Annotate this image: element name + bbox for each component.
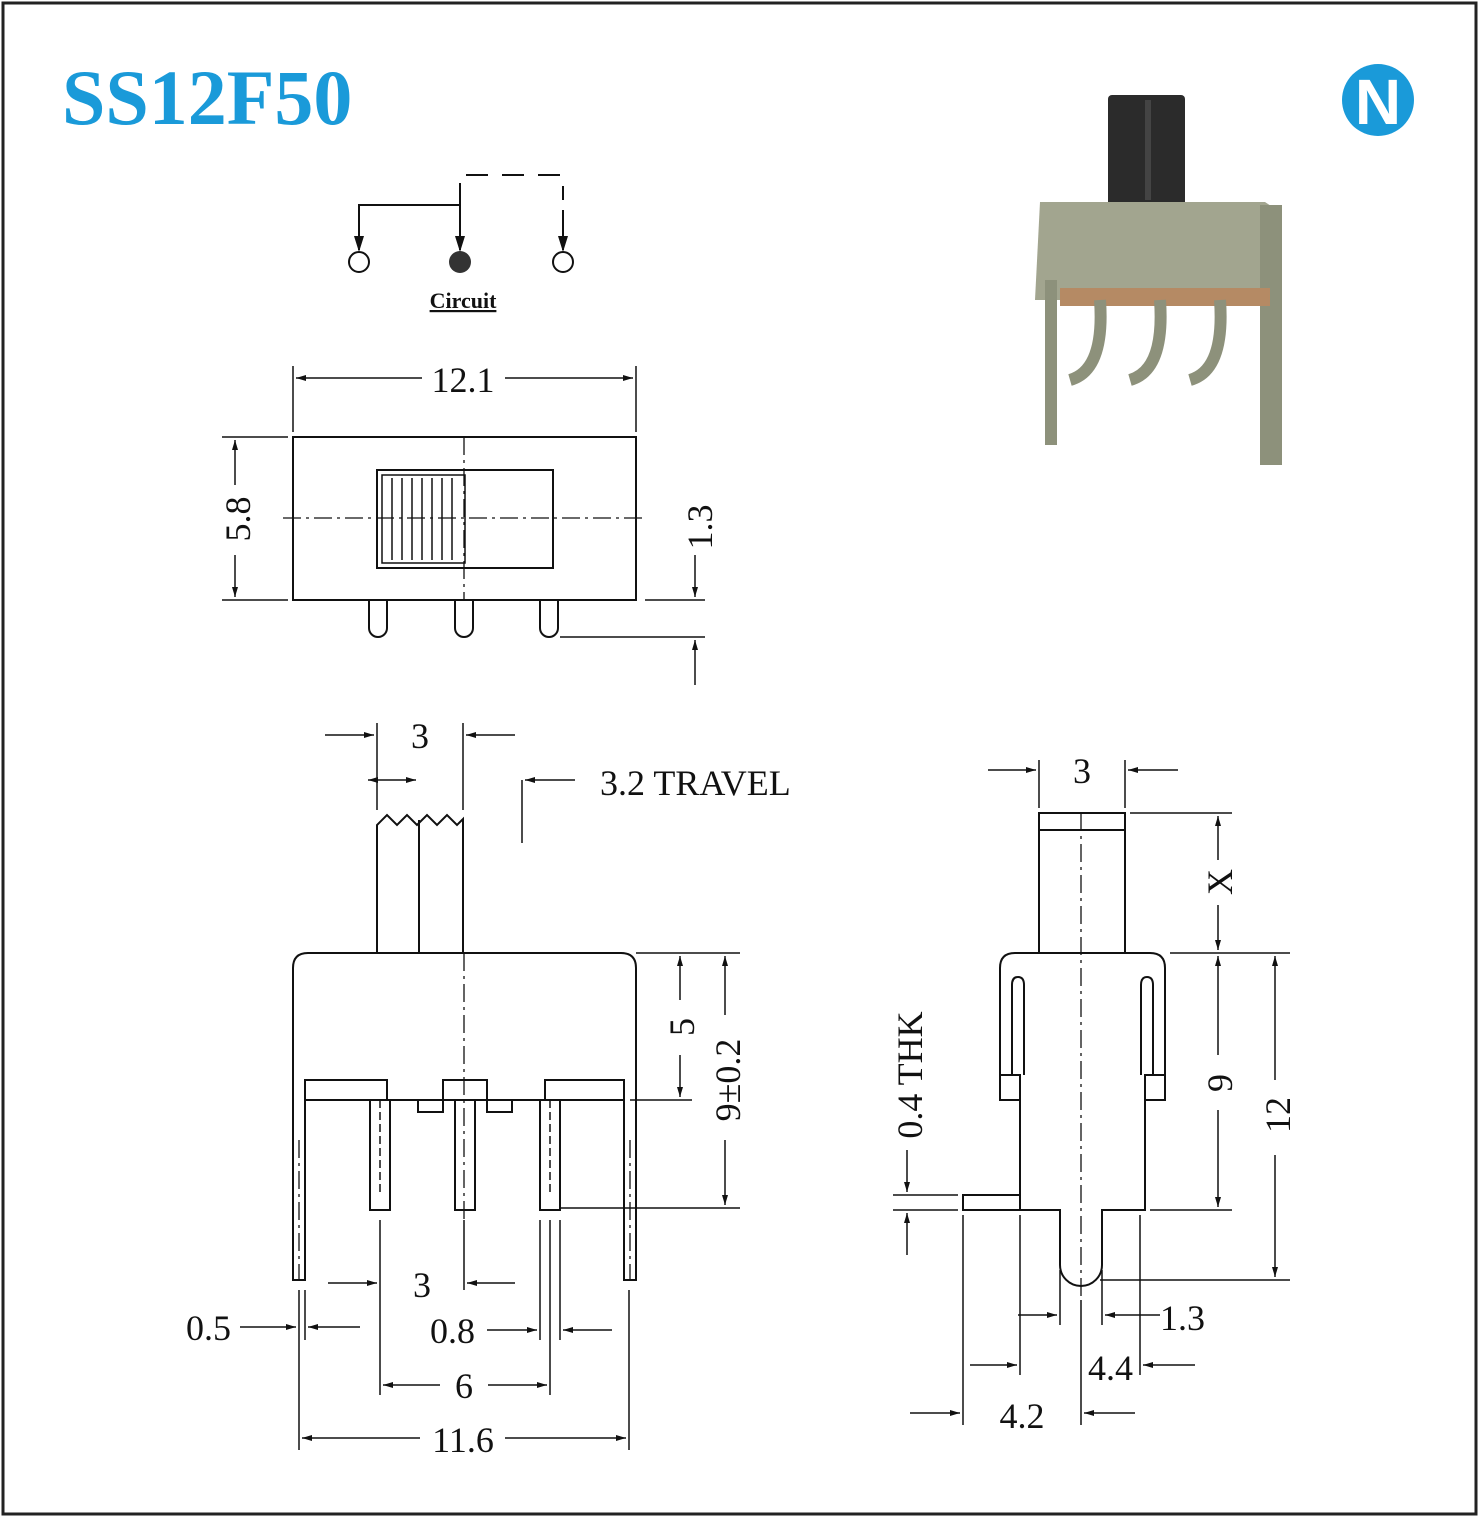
brand-logo: N: [1342, 64, 1414, 138]
circuit-label: Circuit: [430, 288, 497, 313]
dim-height: 5.8: [218, 497, 258, 542]
dim-shell-thickness: 0.5: [186, 1308, 231, 1348]
dim-side-body-height: 9: [1200, 1074, 1240, 1092]
dim-pin-width: 0.8: [430, 1311, 475, 1351]
dim-thickness: 0.4 THK: [890, 1011, 930, 1138]
front-view: 3 3.2 TRAVEL 5 9±0.2 3 0.5 0.8 6: [186, 716, 791, 1460]
dim-pin-pitch: 3: [413, 1265, 431, 1305]
dim-actuator-height: X: [1200, 869, 1240, 895]
logo-letter: N: [1355, 66, 1401, 138]
dim-side-total-height: 12: [1258, 1097, 1298, 1133]
dim-total-height: 9±0.2: [708, 1039, 748, 1122]
dim-side-a: 1.3: [1160, 1298, 1205, 1338]
dim-pin-offset: 1.3: [680, 505, 720, 550]
dim-side-c: 4.2: [1000, 1396, 1045, 1436]
dim-width: 12.1: [432, 360, 495, 400]
travel-label: 3.2 TRAVEL: [600, 763, 791, 803]
circuit-diagram: Circuit: [348, 174, 574, 313]
dim-overall-width: 11.6: [432, 1420, 494, 1460]
dim-side-actuator-width: 3: [1073, 751, 1091, 791]
dim-actuator-width: 3: [411, 716, 429, 756]
side-view: 3 X 9 12 0.4 THK 1.3 4.4 4.: [890, 751, 1298, 1436]
top-view: 12.1 5.8 1.3: [218, 360, 720, 685]
dim-side-b: 4.4: [1088, 1348, 1133, 1388]
dim-pin-span: 6: [455, 1366, 473, 1406]
product-title: SS12F50: [62, 54, 352, 141]
dim-body-height: 5: [662, 1018, 702, 1036]
product-photo: [1035, 95, 1282, 465]
